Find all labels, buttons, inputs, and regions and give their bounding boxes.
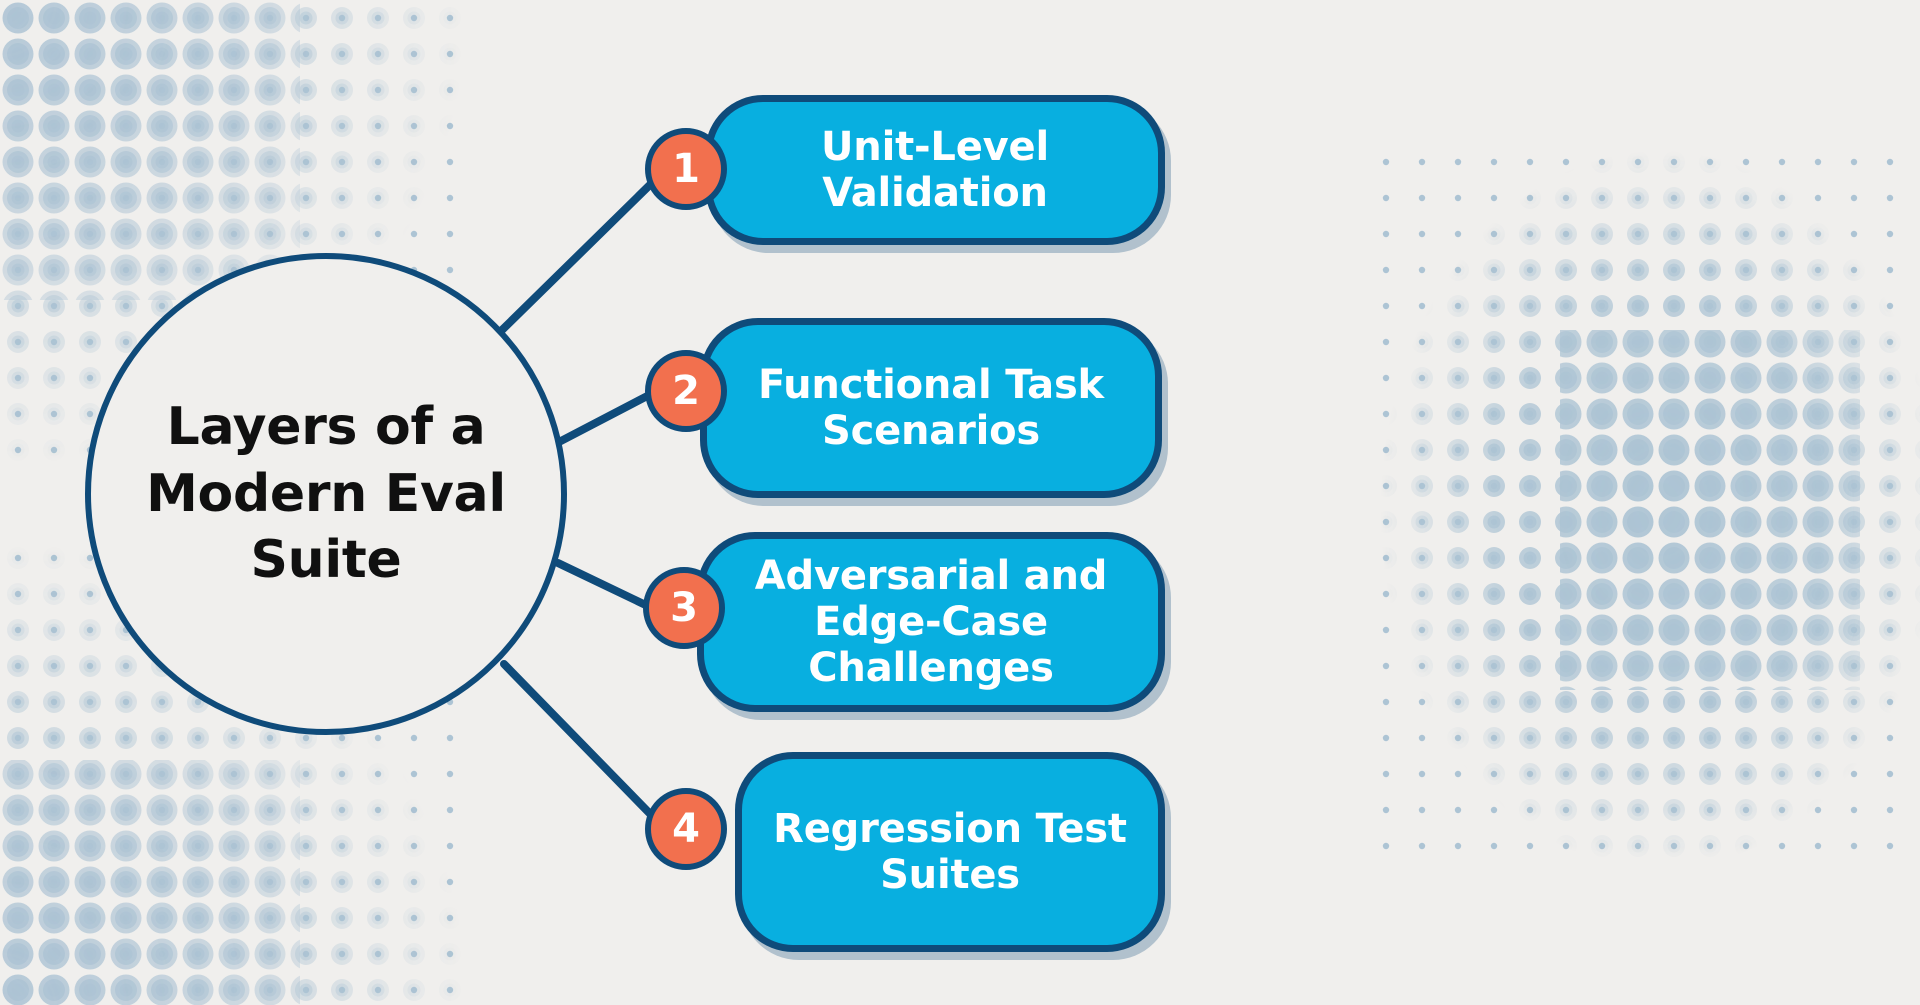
branch-box-4[interactable]: Regression Test Suites bbox=[735, 752, 1165, 952]
branch-label-1: Unit-Level Validation bbox=[821, 124, 1049, 216]
branch-box-2[interactable]: Functional Task Scenarios bbox=[700, 318, 1162, 498]
connector-line-3 bbox=[554, 559, 658, 613]
branch-box-3[interactable]: Adversarial and Edge-Case Challenges bbox=[697, 532, 1165, 712]
branch-badge-1[interactable]: 1 bbox=[645, 128, 727, 210]
connector-line-2 bbox=[555, 388, 659, 446]
branch-label-2: Functional Task Scenarios bbox=[758, 362, 1104, 454]
branch-badge-4[interactable]: 4 bbox=[645, 788, 727, 870]
center-node[interactable]: Layers of a Modern Eval Suite bbox=[85, 253, 567, 735]
connector-line-4 bbox=[500, 660, 664, 828]
branch-badge-2[interactable]: 2 bbox=[645, 350, 727, 432]
branch-box-1[interactable]: Unit-Level Validation bbox=[705, 95, 1165, 245]
branch-badge-3[interactable]: 3 bbox=[643, 567, 725, 649]
center-title: Layers of a Modern Eval Suite bbox=[146, 397, 506, 591]
branch-label-3: Adversarial and Edge-Case Challenges bbox=[754, 553, 1108, 691]
branch-label-4: Regression Test Suites bbox=[773, 806, 1127, 898]
connector-line-1 bbox=[496, 171, 664, 336]
